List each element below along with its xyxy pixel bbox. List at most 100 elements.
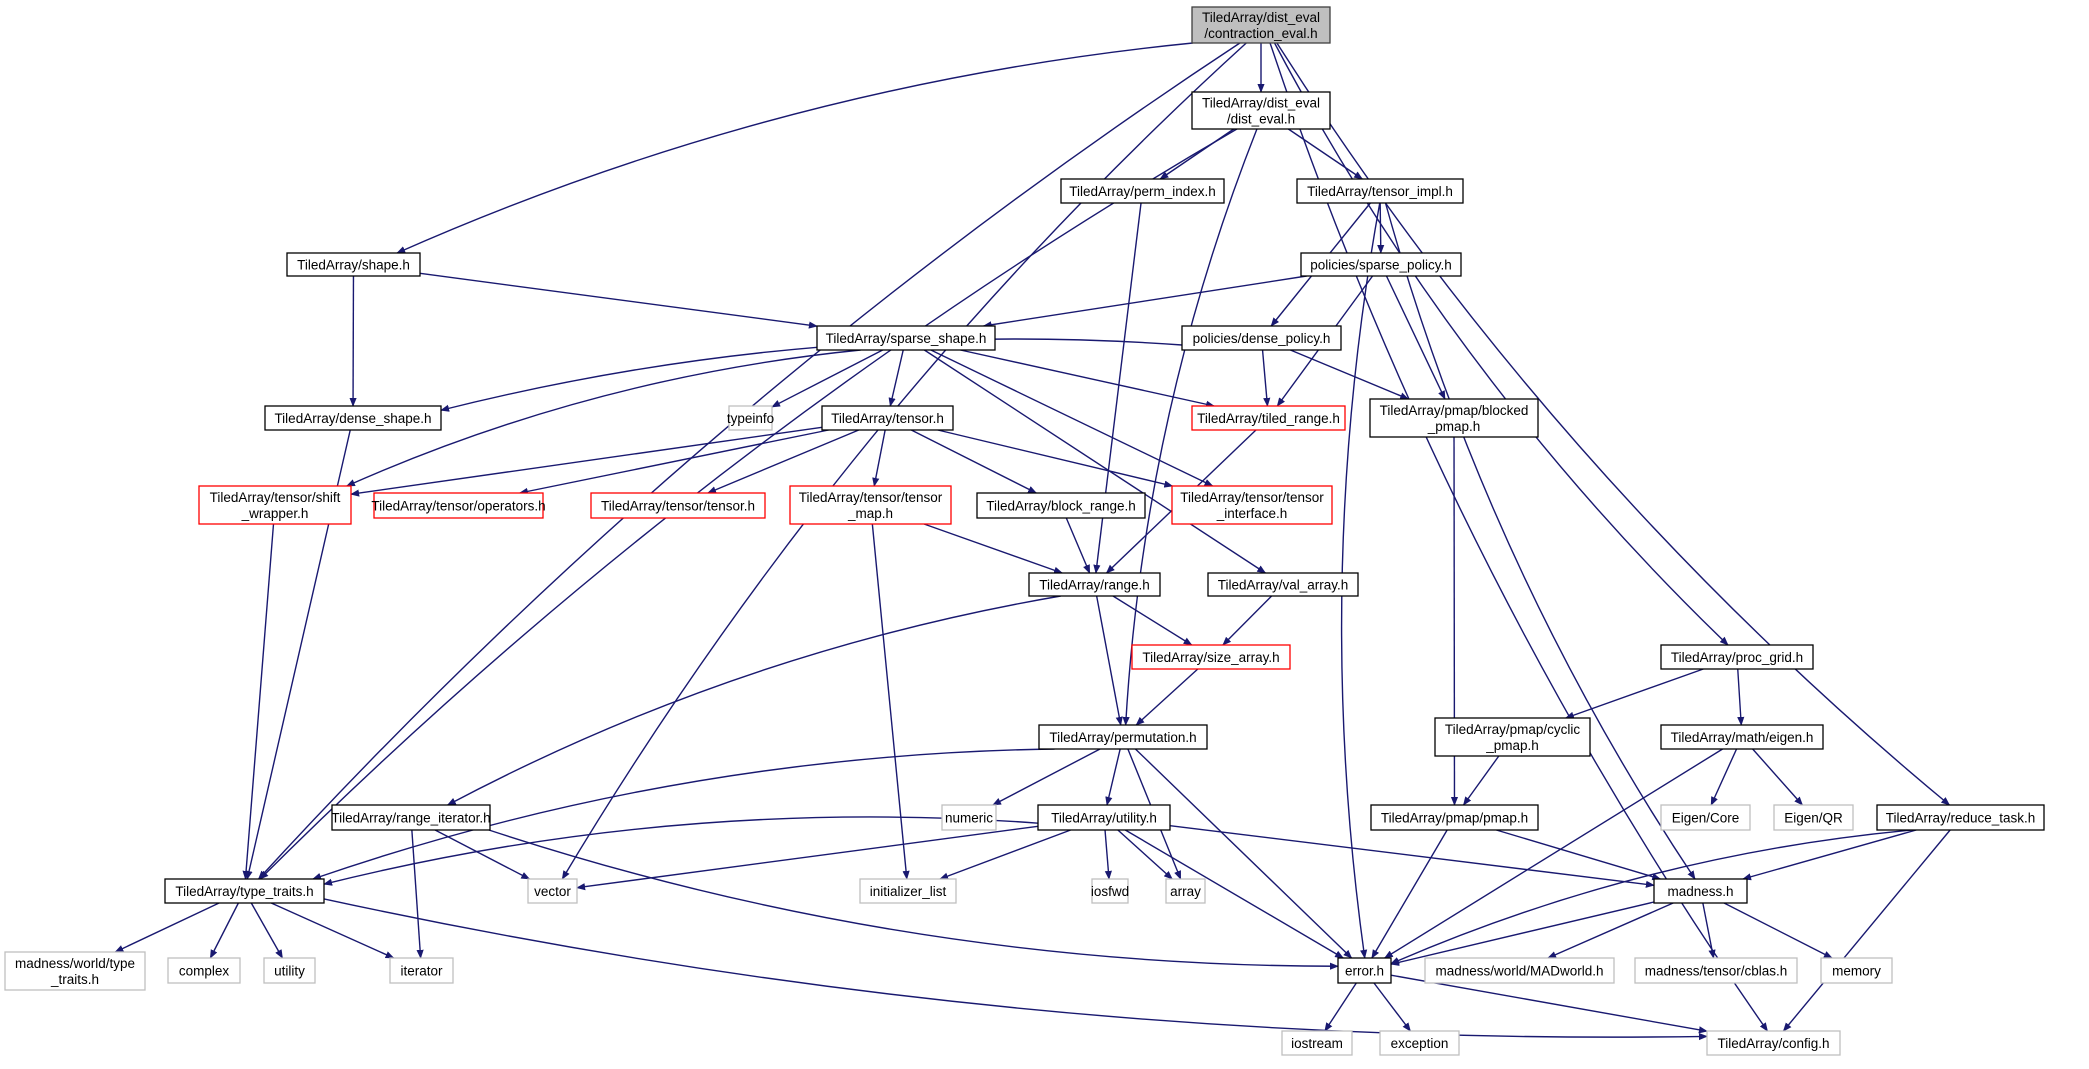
edge-range_iterator-to-iterator [411, 829, 424, 959]
node-box [263, 957, 316, 984]
node-box [590, 492, 766, 519]
node-label: TiledArray/utility.h [1051, 811, 1157, 826]
node-operators[interactable]: TiledArray/tensor/operators.h [371, 492, 546, 519]
edge-root-to-shape [396, 42, 1193, 254]
edge-tensor_map-to-initializer_list [871, 523, 910, 880]
node-error[interactable]: error.h [1337, 957, 1392, 984]
edge-madness-to-error [1390, 901, 1655, 966]
edge-madness-to-madworld [1547, 902, 1674, 959]
node-box [1131, 644, 1291, 670]
node-label: madness.h [1667, 884, 1733, 899]
node-utility-ta[interactable]: TiledArray/utility.h [1037, 804, 1171, 831]
edge-reduce_task-to-error [1390, 829, 1912, 965]
node-box [1165, 878, 1206, 904]
node-dist-eval[interactable]: TiledArray/dist_eval/dist_eval.h [1191, 91, 1331, 130]
node-label: TiledArray/pmap/pmap.h [1381, 811, 1528, 826]
node-madworld: madness/world/MADworld.h [1424, 957, 1615, 984]
node-root[interactable]: TiledArray/dist_eval/contraction_eval.h [1191, 6, 1331, 44]
node-block-range[interactable]: TiledArray/block_range.h [976, 492, 1146, 519]
edge-shape-to-sparse_shape [419, 272, 818, 329]
node-sparse-shape[interactable]: TiledArray/sparse_shape.h [816, 325, 996, 351]
node-dense-policy[interactable]: policies/dense_policy.h [1181, 325, 1342, 351]
node-vector: vector [527, 878, 578, 904]
node-array: array [1165, 878, 1206, 904]
node-iosfwd: iosfwd [1091, 878, 1129, 904]
node-label: TiledArray/dist_eval [1202, 10, 1320, 25]
node-shift-wrapper[interactable]: TiledArray/tensor/shift_wrapper.h [198, 485, 352, 525]
edge-tensor-to-tensor_map [872, 429, 886, 487]
node-type-traits[interactable]: TiledArray/type_traits.h [164, 878, 325, 904]
node-box [1370, 804, 1539, 831]
edge-permutation-to-type_traits [312, 748, 1055, 880]
node-label: madness/world/MADworld.h [1435, 964, 1603, 979]
node-label: TiledArray/shape.h [297, 258, 410, 273]
node-label: TiledArray/tensor/tensor [799, 490, 943, 505]
node-tiled-range[interactable]: TiledArray/tiled_range.h [1191, 405, 1346, 431]
node-size-array[interactable]: TiledArray/size_array.h [1131, 644, 1291, 670]
edge-root-to-proc_grid [1273, 42, 1729, 646]
node-tensor-impl[interactable]: TiledArray/tensor_impl.h [1296, 178, 1464, 204]
node-val-array[interactable]: TiledArray/val_array.h [1207, 572, 1359, 597]
node-label: TiledArray/config.h [1717, 1036, 1829, 1051]
node-sparse-policy[interactable]: policies/sparse_policy.h [1300, 252, 1462, 277]
edge-root-to-vector [561, 42, 1247, 880]
node-box [1281, 1030, 1353, 1056]
node-label: TiledArray/proc_grid.h [1671, 650, 1803, 665]
node-range[interactable]: TiledArray/range.h [1028, 572, 1161, 597]
edge-type_traits-to-complex [209, 902, 240, 959]
node-eigen[interactable]: TiledArray/math/eigen.h [1660, 724, 1824, 750]
node-box [1028, 572, 1161, 597]
edge-permutation-to-numeric [992, 748, 1101, 806]
node-shape[interactable]: TiledArray/shape.h [286, 252, 421, 277]
edge-dense_policy-to-blocked_pmap [1290, 349, 1410, 400]
node-cyclic-pmap[interactable]: TiledArray/pmap/cyclic_pmap.h [1434, 717, 1591, 757]
edge-sparse_shape-to-tensor_interface [930, 349, 1214, 487]
node-box [1653, 878, 1748, 904]
edge-tensor_impl-to-madness [1384, 202, 1696, 880]
edge-dist_eval-to-type_traits [259, 128, 1238, 880]
edge-utility_ta-to-error [1124, 829, 1344, 959]
node-box [1424, 957, 1615, 984]
node-pmap[interactable]: TiledArray/pmap/pmap.h [1370, 804, 1539, 831]
edge-val_array-to-size_array [1222, 595, 1273, 646]
node-perm-index[interactable]: TiledArray/perm_index.h [1060, 178, 1225, 204]
node-complex: complex [167, 957, 241, 984]
edge-type_traits-to-iterator [270, 902, 395, 959]
node-tensor-map[interactable]: TiledArray/tensor/tensor_map.h [789, 485, 952, 525]
node-tensor-tensor[interactable]: TiledArray/tensor/tensor.h [590, 492, 766, 519]
node-box [331, 804, 491, 831]
edge-range-to-permutation [1095, 595, 1123, 726]
edge-error-to-iostream [1324, 982, 1357, 1032]
edge-madness-to-cblas [1702, 902, 1716, 959]
edge-utility_ta-to-vector [576, 825, 1039, 891]
node-box [1660, 724, 1824, 750]
node-eigen-qr: Eigen/QR [1773, 804, 1854, 831]
node-dense-shape[interactable]: TiledArray/dense_shape.h [264, 405, 442, 431]
node-tensor-interface[interactable]: TiledArray/tensor/tensor_interface.h [1171, 485, 1333, 525]
edge-range-to-size_array [1112, 595, 1193, 646]
edge-dist_eval-to-tensor_impl [1287, 128, 1364, 180]
edge-range-to-range_iterator [446, 595, 1061, 806]
node-label: TiledArray/pmap/blocked [1380, 403, 1529, 418]
node-tensor[interactable]: TiledArray/tensor.h [821, 405, 954, 431]
node-blocked-pmap[interactable]: TiledArray/pmap/blocked_pmap.h [1369, 398, 1539, 438]
node-madness[interactable]: madness.h [1653, 878, 1748, 904]
node-box [1634, 957, 1798, 984]
edge-dense_policy-to-tiled_range [1261, 349, 1271, 407]
node-label: TiledArray/type_traits.h [175, 884, 313, 899]
node-permutation[interactable]: TiledArray/permutation.h [1038, 724, 1208, 750]
node-proc-grid[interactable]: TiledArray/proc_grid.h [1660, 644, 1814, 670]
node-cblas: madness/tensor/cblas.h [1634, 957, 1798, 984]
node-box [1038, 724, 1208, 750]
node-label: TiledArray/pmap/cyclic [1445, 722, 1581, 737]
node-label: TiledArray/block_range.h [986, 499, 1136, 514]
node-range-iterator[interactable]: TiledArray/range_iterator.h [331, 804, 491, 831]
node-reduce-task[interactable]: TiledArray/reduce_task.h [1876, 804, 2045, 831]
node-label: iterator [400, 964, 443, 979]
node-label: TiledArray/tensor/tensor [1180, 490, 1324, 505]
edge-utility_ta-to-initializer_list [939, 829, 1071, 880]
node-box [1091, 878, 1129, 904]
node-iterator: iterator [389, 957, 454, 984]
node-label: /contraction_eval.h [1204, 26, 1317, 41]
